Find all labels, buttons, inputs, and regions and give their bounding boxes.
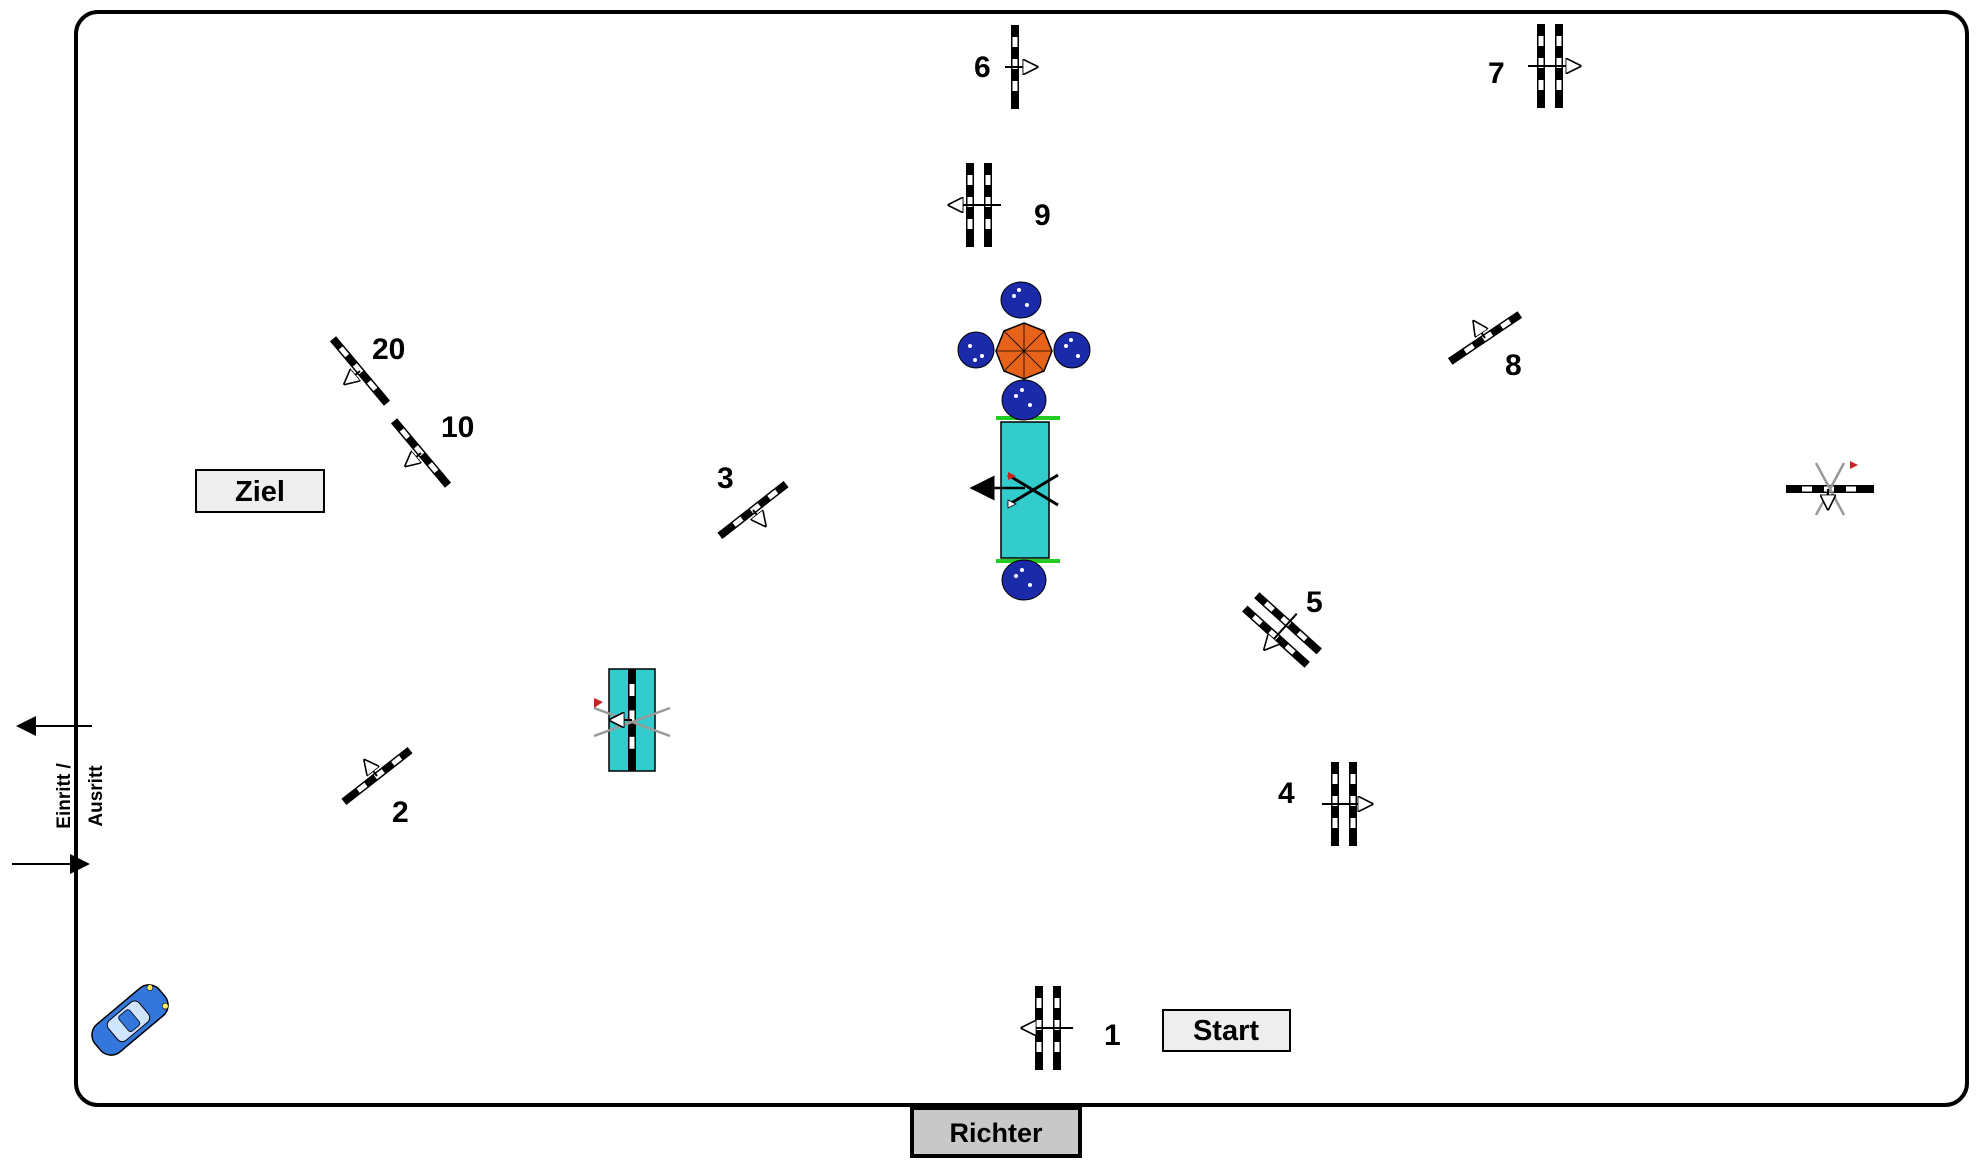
obstacle-20 [329,336,391,406]
obstacle-5-number: 5 [1306,586,1323,619]
obstacle-2 [341,746,413,806]
umbrella-icon [995,322,1053,380]
crossed-jump-right [1786,461,1874,516]
water-jump-left [593,668,671,772]
ziel-box [195,469,325,513]
car-icon [91,984,169,1056]
flower-dots [968,288,1080,587]
obstacle-10 [390,418,452,488]
richter-label: Richter [949,1118,1043,1148]
richter-box [910,1106,1082,1158]
obstacle-8-number: 8 [1505,349,1522,382]
obstacle-7-number: 7 [1488,57,1505,90]
obstacle-6 [1005,25,1037,109]
arena-boundary [74,10,1969,1107]
start-box [1162,1009,1291,1052]
obstacle-1-number: 1 [1104,1019,1121,1052]
start-label: Start [1193,1015,1259,1047]
obstacle-6-number: 6 [974,51,991,84]
obstacle-10-number: 10 [441,411,474,444]
obstacle-9-number: 9 [1034,199,1051,232]
ziel-label: Ziel [235,476,285,508]
obstacle-3-number: 3 [717,462,734,495]
obstacle-20-number: 20 [372,333,405,366]
entry-label-line2: Ausritt [86,765,107,827]
obstacle-3 [717,480,789,540]
flower-pot-icon [957,281,1091,601]
obstacle-5 [1242,592,1322,668]
entry-label-line1: Einritt / [54,763,75,829]
obstacle-8 [1447,311,1523,365]
obstacle-4-number: 4 [1278,777,1295,810]
water-jump-center [969,416,1060,563]
obstacle-9 [949,163,1001,247]
obstacle-2-number: 2 [392,796,409,829]
entry-exit-gate [12,716,92,874]
obstacle-4 [1322,762,1372,846]
water-jump-icon [1000,421,1050,559]
obstacle-1 [1022,986,1073,1070]
obstacle-7 [1528,24,1580,108]
